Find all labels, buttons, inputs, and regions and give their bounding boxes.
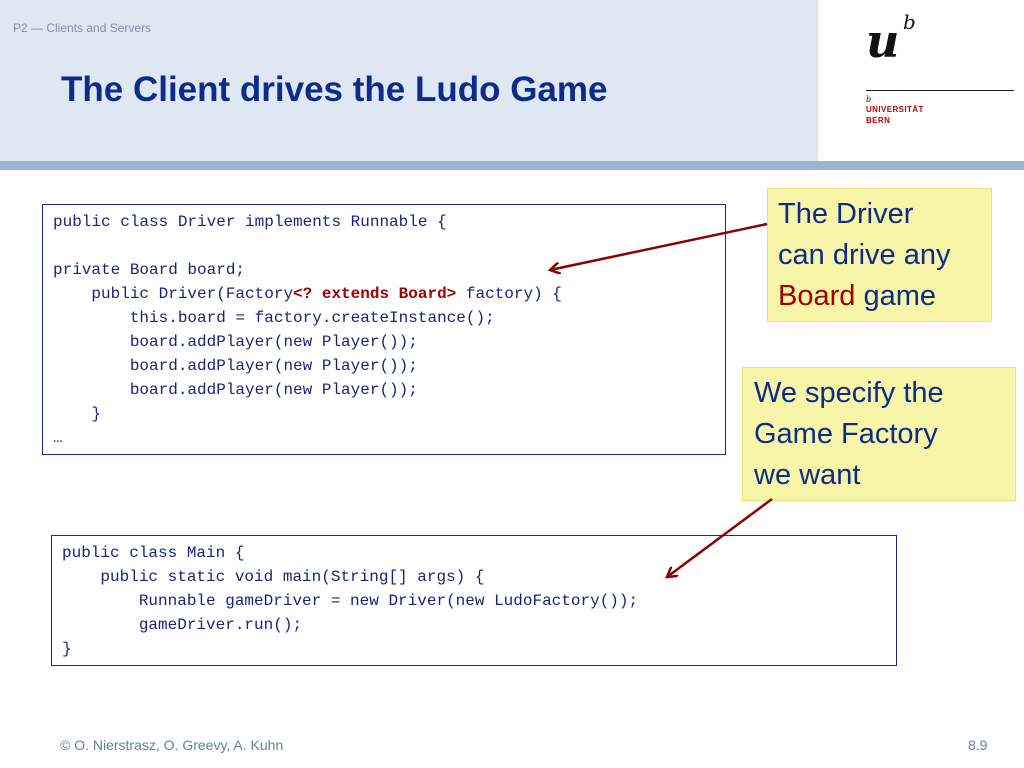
code-segment: factory) { bbox=[456, 285, 562, 303]
code-line: public class Main { bbox=[62, 544, 245, 562]
code-line: this.board = factory.createInstance(); bbox=[53, 309, 495, 327]
code-line: … bbox=[53, 429, 63, 447]
logo-b-mark: b bbox=[903, 10, 916, 34]
callout-line: we want bbox=[754, 459, 861, 491]
factory-callout: We specify the Game Factory we want bbox=[742, 367, 1016, 501]
slide-title: The Client drives the Ludo Game bbox=[61, 70, 608, 109]
code-line: public static void main(String[] args) { bbox=[62, 568, 485, 586]
logo-b-small: b bbox=[866, 95, 872, 104]
logo-rule bbox=[866, 90, 1014, 91]
callout-text: game bbox=[855, 280, 936, 312]
code-segment: public Driver(Factory bbox=[53, 285, 294, 303]
course-label: P2 — Clients and Servers bbox=[13, 21, 152, 35]
header-band bbox=[0, 0, 818, 161]
code-line: board.addPlayer(new Player()); bbox=[53, 357, 418, 375]
header-divider bbox=[0, 161, 1024, 170]
logo-area bbox=[818, 0, 1024, 161]
logo-u-mark: u bbox=[866, 14, 900, 68]
code-line: public class Driver implements Runnable … bbox=[53, 213, 447, 231]
factory-arrow bbox=[667, 497, 773, 577]
logo-university-text: UNIVERSITÄT bbox=[866, 105, 924, 114]
callout-line: Game Factory bbox=[754, 418, 938, 450]
footer-authors: © O. Nierstrasz, O. Greevy, A. Kuhn bbox=[60, 737, 284, 753]
callout-line: The Driver bbox=[778, 198, 914, 230]
driver-arrow bbox=[550, 222, 768, 270]
code-line: private Board board; bbox=[53, 261, 246, 279]
driver-callout: The Driver can drive any Board game bbox=[767, 188, 992, 322]
main-code-box: public class Main { public static void m… bbox=[51, 535, 897, 666]
callout-line: We specify the bbox=[754, 377, 944, 409]
code-line: board.addPlayer(new Player()); bbox=[53, 381, 418, 399]
code-line: } bbox=[62, 640, 72, 658]
code-line: gameDriver.run(); bbox=[62, 616, 303, 634]
code-line: public Driver(Factory<? extends Board> f… bbox=[53, 282, 562, 306]
callout-line: Board game bbox=[778, 276, 936, 317]
logo-bern-text: BERN bbox=[866, 116, 891, 125]
code-line: board.addPlayer(new Player()); bbox=[53, 333, 418, 351]
page-number: 8.9 bbox=[968, 737, 988, 753]
code-line: } bbox=[53, 405, 102, 423]
callout-line: can drive any bbox=[778, 239, 951, 271]
code-line: Runnable gameDriver = new Driver(new Lud… bbox=[62, 592, 639, 610]
code-keyword-generic: <? extends Board> bbox=[293, 285, 457, 303]
callout-highlight: Board bbox=[778, 280, 856, 312]
driver-code-box: public class Driver implements Runnable … bbox=[42, 204, 726, 455]
